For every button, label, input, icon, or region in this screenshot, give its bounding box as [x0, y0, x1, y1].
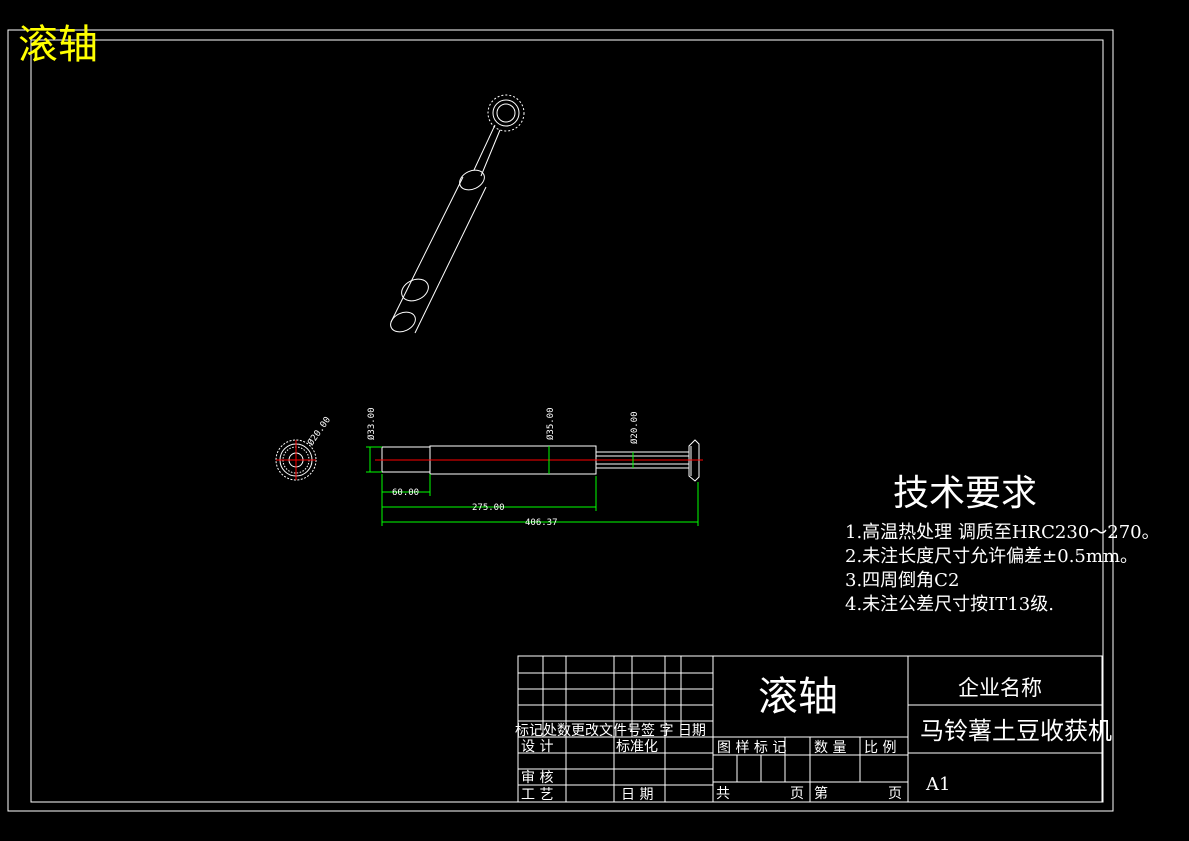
title-block [517, 655, 1103, 803]
dim-len-275: 275.00 [472, 503, 505, 513]
label-date: 日 期 [621, 787, 653, 803]
revision-header: 标记处数更改文件号签 字 日期 [515, 722, 706, 739]
label-total: 共 [716, 786, 730, 802]
tech-req-item-3: 3.四周倒角C2 [845, 570, 959, 591]
label-figure-mark: 图 样 标 记 [717, 740, 786, 756]
tech-req-item-2: 2.未注长度尺寸允许偏差±0.5mm。 [845, 546, 1138, 567]
gear-end-view [275, 439, 317, 481]
tech-req-item-4: 4.未注公差尺寸按IT13级. [845, 594, 1054, 615]
tech-req-item-1: 1.高温热处理 调质至HRC230～270。 [845, 522, 1160, 543]
dim-len-60: 60.00 [392, 488, 419, 498]
inner-frame [30, 39, 1104, 803]
dim-dia-33: Ø33.00 [366, 407, 377, 440]
sheet-size: A1 [925, 774, 950, 795]
company-name: 企业名称 [958, 676, 1042, 700]
label-sheet: 第 [814, 785, 828, 802]
project-name: 马铃薯土豆收获机 [920, 717, 1112, 745]
label-review: 审 核 [521, 770, 553, 786]
tech-req-heading: 技术要求 [893, 473, 1037, 514]
label-design: 设 计 [521, 739, 553, 755]
isometric-view [390, 94, 525, 334]
label-page-2: 页 [888, 786, 902, 802]
dim-dia-20-shaft: Ø20.00 [629, 411, 640, 444]
label-page-1: 页 [790, 786, 804, 802]
label-scale: 比 例 [864, 740, 896, 756]
label-quantity: 数 量 [814, 740, 846, 756]
dim-dia-35: Ø35.00 [545, 407, 556, 440]
dim-len-406: 406.37 [525, 518, 558, 528]
drawing-title: 滚轴 [758, 674, 838, 720]
label-standardization: 标准化 [616, 739, 658, 755]
label-process: 工 艺 [521, 787, 553, 803]
outer-frame [7, 29, 1114, 812]
corner-title: 滚轴 [18, 22, 98, 68]
dim-dia-20-gear: Ø20.00 [305, 415, 333, 448]
dimension-lines [366, 446, 699, 526]
